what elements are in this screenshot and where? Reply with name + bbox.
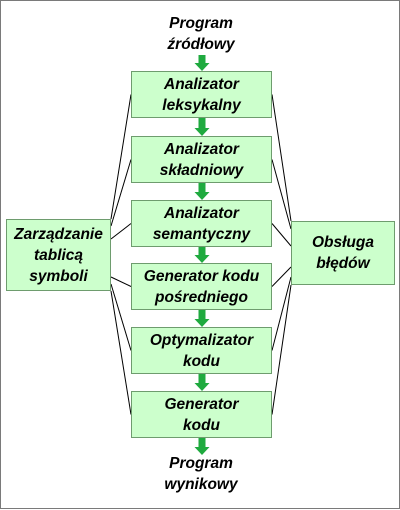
stage-line2: składniowy — [159, 161, 244, 179]
stage-line1: Analizator — [164, 204, 239, 222]
stage-lexical-analyzer: Analizator leksykalny — [131, 71, 272, 118]
connector-error-handling-stage-6 — [271, 284, 292, 415]
source-program-line2: źródłowy — [167, 36, 235, 53]
arrow-source-to-stage-1 — [194, 55, 210, 71]
stage-line1: Analizator — [164, 75, 239, 93]
stage-line2: kodu — [182, 352, 220, 370]
symbol-table-connectors — [110, 94, 132, 415]
stage-intermediate-code-generator: Generator kodu pośredniego — [131, 263, 272, 310]
connector-error-handling-stage-3 — [271, 223, 292, 247]
connector-error-handling-stage-2 — [271, 159, 292, 230]
source-program-label: Program źródłowy — [141, 13, 261, 55]
flow-arrows — [194, 55, 210, 455]
symbol-table-line1: Zarządzanie — [14, 225, 103, 243]
stage-code-optimizer: Optymalizator kodu — [131, 327, 272, 374]
stage-semantic-analyzer: Analizator semantyczny — [131, 200, 272, 247]
stage-line1: Optymalizator — [149, 331, 254, 349]
arrow-stage-1-to-stage-2 — [194, 118, 210, 136]
output-program-line1: Program — [169, 455, 233, 472]
symbol-table-line2: tablicą — [33, 246, 84, 264]
connector-symbol-table-stage-6 — [110, 290, 132, 415]
arrow-stage-3-to-stage-4 — [194, 247, 210, 263]
stage-code-generator: Generator kodu — [131, 391, 272, 438]
connector-symbol-table-stage-2 — [110, 159, 132, 227]
stage-line2: pośredniego — [154, 288, 248, 306]
connector-symbol-table-stage-4 — [110, 276, 132, 287]
error-handling-box: Obsługa błędów — [291, 221, 395, 285]
connector-error-handling-stage-1 — [271, 94, 292, 222]
stage-syntax-analyzer: Analizator składniowy — [131, 136, 272, 183]
connector-symbol-table-stage-3 — [110, 223, 132, 240]
symbol-table-management-box: Zarządzanie tablicą symboli — [6, 219, 111, 291]
output-program-label: Program wynikowy — [141, 453, 261, 495]
arrow-stage-4-to-stage-5 — [194, 310, 210, 327]
stage-line1: Generator kodu — [143, 267, 260, 285]
error-handling-connectors — [271, 94, 292, 415]
connector-symbol-table-stage-1 — [110, 94, 132, 220]
stage-line1: Generator — [164, 395, 239, 413]
arrow-stage-5-to-stage-6 — [194, 374, 210, 391]
error-handling-line2: błędów — [316, 255, 370, 272]
connector-error-handling-stage-4 — [271, 266, 292, 287]
stage-line2: leksykalny — [162, 96, 241, 114]
source-program-line1: Program — [169, 15, 233, 32]
symbol-table-line3: symboli — [29, 267, 88, 285]
output-program-line2: wynikowy — [164, 476, 238, 493]
stage-line1: Analizator — [164, 140, 239, 158]
stage-line2: kodu — [182, 416, 221, 434]
connector-symbol-table-stage-5 — [110, 283, 132, 351]
arrow-stage-6-to-output — [194, 438, 210, 455]
arrow-stage-2-to-stage-3 — [194, 183, 210, 200]
error-handling-line1: Obsługa — [311, 234, 374, 251]
stage-line2: semantyczny — [152, 225, 251, 243]
connector-error-handling-stage-5 — [271, 276, 292, 351]
